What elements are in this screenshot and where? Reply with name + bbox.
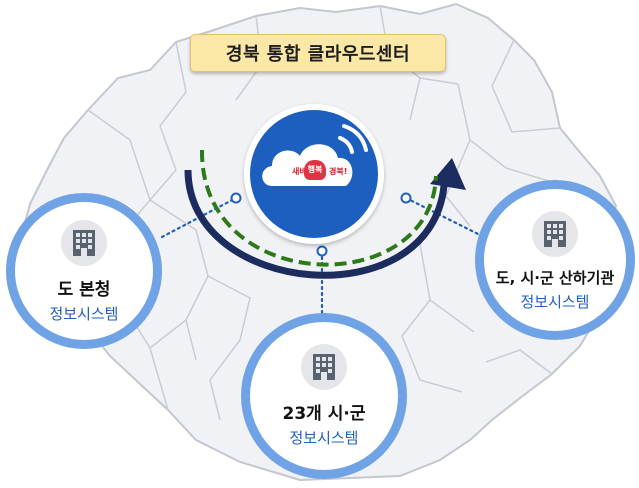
building-icon xyxy=(301,344,347,390)
logo-text-left: 새바람 xyxy=(292,166,314,177)
node-name: 23개 시·군 xyxy=(282,404,366,424)
circulation-arrow-navy xyxy=(184,169,448,279)
node-affiliated-agencies: 도, 시·군 산하기관 정보시스템 xyxy=(475,180,635,340)
connector-right xyxy=(404,196,480,236)
node-province-hq: 도 본청 정보시스템 xyxy=(6,193,162,349)
node-name: 도 본청 xyxy=(57,280,111,300)
connector-dots xyxy=(230,192,412,257)
circulation-arrow-green xyxy=(199,149,438,267)
node-23-cities-counties: 23개 시·군 정보시스템 xyxy=(241,313,407,479)
node-subtitle: 정보시스템 xyxy=(289,429,359,447)
node-subtitle: 정보시스템 xyxy=(49,305,119,323)
logo-heart-badge: 행복 xyxy=(304,160,326,180)
page-title: 경북 통합 클라우드센터 xyxy=(190,34,446,72)
node-name: 도, 시·군 산하기관 xyxy=(495,269,615,287)
logo-text-right: 경북! xyxy=(329,167,348,176)
arrowhead-icon xyxy=(430,158,466,190)
building-icon xyxy=(532,211,578,257)
node-subtitle: 정보시스템 xyxy=(520,293,590,311)
building-icon xyxy=(61,220,107,266)
wifi-signal-icon xyxy=(338,124,368,154)
